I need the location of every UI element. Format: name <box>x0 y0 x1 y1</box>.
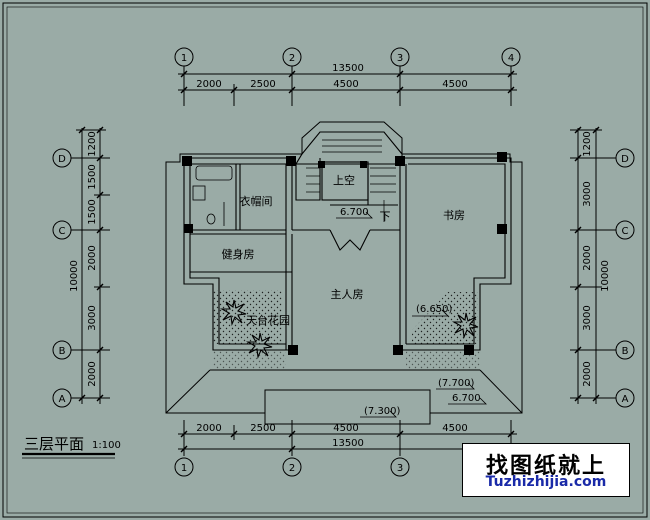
room-label-study: 书房 <box>443 209 465 222</box>
axis-label-left-A: A <box>59 394 66 405</box>
dim-right-total: 10000 <box>600 260 611 292</box>
axis-bubble-bottom-3 <box>390 457 410 477</box>
level-roof-a: (7.700) <box>438 378 475 389</box>
dim-top-part-1: 2000 <box>196 79 221 90</box>
axis-label-top-2: 2 <box>289 53 295 64</box>
dim-top-part-4: 4500 <box>442 79 467 90</box>
toilet <box>206 213 216 225</box>
dim-right-part-2: 3000 <box>582 181 593 206</box>
room-label-terrace: 天台花园 <box>246 313 290 327</box>
dim-bottom-part-2: 2500 <box>250 423 275 434</box>
axis-bubble-bottom-1 <box>174 457 194 477</box>
level-stair: 6.700 <box>340 207 369 218</box>
dim-left-part-2: 1500 <box>87 164 98 189</box>
dim-top-total: 13500 <box>332 63 364 74</box>
dim-left-part-3: 1500 <box>87 199 98 224</box>
axis-label-right-D: D <box>621 154 629 165</box>
watermark-box: 找图纸就上 Tuzhizhijia.com <box>462 443 630 497</box>
axis-label-right-A: A <box>622 394 629 405</box>
axis-label-top-4: 4 <box>508 53 514 64</box>
room-label-gym: 健身房 <box>222 247 255 261</box>
dim-right-part-3: 2000 <box>582 245 593 270</box>
watermark-chinese: 找图纸就上 <box>485 454 606 479</box>
dim-left-part-5: 3000 <box>87 305 98 330</box>
room-label-master: 主人房 <box>331 288 364 301</box>
axis-label-top-3: 3 <box>397 53 403 64</box>
axis-label-bottom-2: 2 <box>289 463 295 474</box>
axis-label-top-1: 1 <box>181 53 187 64</box>
dim-bottom-total: 13500 <box>332 438 364 449</box>
drawing-scale: 1:100 <box>92 440 121 451</box>
dim-top-part-3: 4500 <box>333 79 358 90</box>
level-roof-b: 6.700 <box>452 393 481 404</box>
dim-right-part-1: 1200 <box>582 131 593 156</box>
axis-bubble-bottom-2 <box>282 457 302 477</box>
room-label-void: 上空 <box>333 173 355 187</box>
axis-label-left-D: D <box>58 154 66 165</box>
dim-right-part-5: 2000 <box>582 361 593 386</box>
terrace-garden-right <box>412 292 478 344</box>
level-roof-c: (7.300) <box>364 406 401 417</box>
roof-lower-block <box>264 389 431 425</box>
dim-bottom-part-4: 4500 <box>442 423 467 434</box>
dim-top-part-2: 2500 <box>250 79 275 90</box>
drawing-frame-inner <box>6 6 644 514</box>
dim-left-part-4: 2000 <box>87 245 98 270</box>
dim-right-part-4: 3000 <box>582 305 593 330</box>
axis-label-bottom-1: 1 <box>181 463 187 474</box>
dim-bottom-part-1: 2000 <box>196 423 221 434</box>
level-terrace-right: (6.650) <box>416 304 453 315</box>
bathtub <box>195 165 233 181</box>
dim-left-part-6: 2000 <box>87 361 98 386</box>
stair-direction-label: 下 <box>380 210 391 223</box>
plant-icon <box>219 299 479 360</box>
dim-left-total: 10000 <box>69 260 80 292</box>
drawing-title: 三层平面 <box>24 435 84 453</box>
axis-label-bottom-3: 3 <box>397 463 403 474</box>
axis-label-left-C: C <box>59 226 66 237</box>
terrace-garden-left <box>213 290 282 344</box>
wash-basin <box>192 185 206 201</box>
dim-bottom-part-3: 4500 <box>333 423 358 434</box>
axis-label-left-B: B <box>59 346 66 357</box>
axis-label-right-C: C <box>622 226 629 237</box>
axis-label-right-B: B <box>622 346 629 357</box>
room-label-closet: 衣帽间 <box>240 194 273 208</box>
watermark-url: Tuzhizhijia.com <box>485 474 607 490</box>
dim-left-part-1: 1200 <box>87 131 98 156</box>
